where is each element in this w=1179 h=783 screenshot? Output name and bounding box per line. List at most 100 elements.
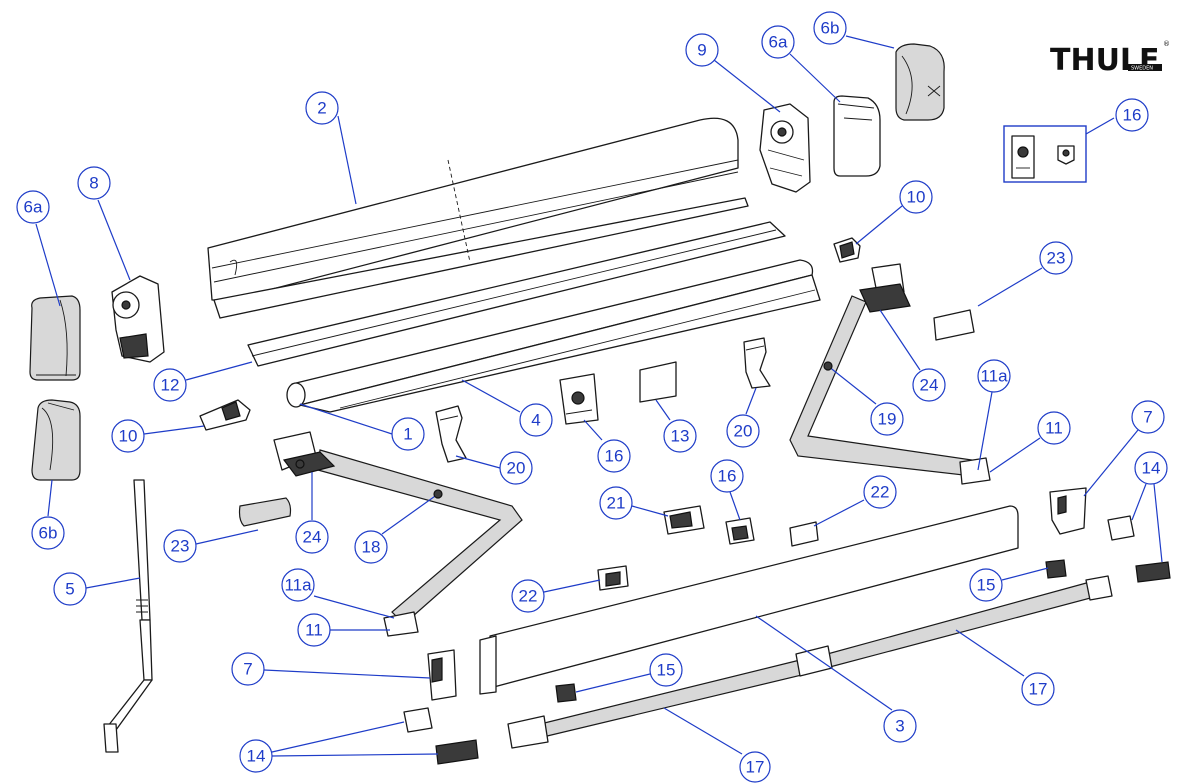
callout-9-circle: [685, 33, 719, 67]
leader-6a-top: [789, 53, 841, 103]
callout-6a-top-circle: [761, 25, 795, 59]
callout-17-right-circle: [1021, 672, 1055, 706]
callout-11a-right-circle: [977, 359, 1011, 393]
leader-3: [755, 615, 893, 711]
callout-7-right-label: 7: [1143, 408, 1152, 427]
leader-14-left-a: [271, 721, 405, 753]
callout-20-left-circle: [499, 451, 533, 485]
callout-1-circle: [391, 417, 425, 451]
callout-22-left-label: 22: [519, 587, 538, 606]
callout-5-circle: [53, 572, 87, 606]
leader-14-left-b: [271, 753, 439, 757]
part-gear-mechanism: [111, 275, 165, 363]
callout-11-left-label: 11: [305, 621, 323, 640]
part-side-housing: [759, 103, 811, 193]
callout-22-right-circle: [863, 475, 897, 509]
callout-4-label: 4: [531, 411, 540, 430]
callout-13-circle: [663, 419, 697, 453]
leader-20-left: [455, 455, 501, 469]
callout-14-right-circle: [1134, 451, 1168, 485]
leader-23-right: [977, 267, 1043, 307]
part-20-right: [743, 337, 771, 389]
callout-20-right-label: 20: [734, 422, 753, 441]
callout-11a-left-label: 11a: [284, 576, 312, 595]
callout-7-right-circle: [1131, 400, 1165, 434]
part-15-right: [1045, 559, 1067, 579]
callout-20-left-label: 20: [507, 459, 526, 478]
callout-2-circle: [305, 91, 339, 125]
part-16-mid: [559, 373, 599, 425]
callout-15-right-label: 15: [977, 576, 996, 595]
part-20-left: [435, 405, 467, 463]
callout-14-right-label: 14: [1142, 459, 1161, 478]
part-10-left: [199, 399, 251, 431]
leader-11a-left: [313, 595, 395, 619]
part-crank-handle: [103, 479, 153, 753]
callout-11-right-label: 11: [1045, 419, 1063, 438]
part-front-valance: [479, 505, 1019, 695]
callout-4-circle: [519, 403, 553, 437]
callout-8-circle: [77, 166, 111, 200]
leader-7-left: [263, 669, 431, 679]
callout-21-circle: [599, 486, 633, 520]
callout-16-small-circle: [710, 459, 744, 493]
callout-8-label: 8: [89, 174, 98, 193]
leader-1: [299, 403, 393, 435]
callout-17-left-label: 17: [746, 758, 765, 777]
leader-6b-top: [845, 35, 895, 49]
leader-10-top: [855, 205, 903, 245]
callout-18-circle: [354, 530, 388, 564]
part-14-left: [403, 707, 479, 765]
leader-14-right-a: [1131, 483, 1147, 521]
leader-6a-left: [35, 223, 61, 307]
part-end-cap-6b-top: [895, 43, 945, 121]
callout-17-left-circle: [739, 751, 771, 783]
part-arm-left: [273, 431, 523, 637]
anchor-18-dot: [433, 489, 443, 499]
leader-9: [713, 59, 781, 113]
callout-16-mid-circle: [597, 439, 631, 473]
callout-6b-top-circle: [813, 11, 847, 45]
leader-20-right: [745, 387, 757, 415]
callout-24-left-circle: [295, 520, 329, 554]
callout-1-label: 1: [403, 425, 412, 444]
callout-3-label: 3: [895, 717, 904, 736]
callout-17-right-label: 17: [1029, 680, 1048, 699]
leader-23-left: [195, 529, 259, 545]
leader-22-right: [813, 499, 865, 527]
logo-registered-mark: ®: [1163, 40, 1170, 48]
callout-18-label: 18: [362, 538, 381, 557]
callout-15-left-circle: [649, 653, 683, 687]
leader-16-box: [1085, 117, 1115, 135]
callout-10-top-circle: [899, 180, 933, 214]
leader-11-right: [989, 437, 1041, 473]
part-end-cap-6b-left: [31, 399, 81, 481]
callout-3-circle: [883, 709, 917, 743]
logo-wordmark: THULE: [1050, 43, 1160, 78]
leader-10-left: [143, 425, 205, 435]
callout-15-right-circle: [969, 568, 1003, 602]
leader-16-mid: [583, 419, 603, 441]
callout-22-right-label: 22: [871, 483, 890, 502]
leader-18: [381, 493, 439, 535]
leader-8: [97, 199, 131, 281]
callout-15-left-label: 15: [657, 661, 676, 680]
leader-24-right: [879, 309, 921, 371]
part-end-cap-6a-top: [833, 95, 881, 177]
part-14-right: [1107, 515, 1171, 583]
leader-12: [185, 361, 253, 381]
callout-13-label: 13: [671, 427, 690, 446]
callout-24-left-label: 24: [303, 528, 322, 547]
callout-9-label: 9: [697, 41, 706, 60]
leader-15-left: [575, 673, 651, 693]
leader-2: [337, 115, 357, 205]
leader-4: [461, 379, 521, 413]
callout-16-small-label: 16: [718, 467, 737, 486]
part-22-left: [597, 565, 629, 591]
callout-6a-top-label: 6a: [769, 33, 788, 52]
callout-7-left-label: 7: [243, 660, 252, 679]
callout-14-left-label: 14: [247, 747, 266, 766]
leader-5: [85, 577, 141, 589]
leader-16-small: [729, 491, 741, 521]
